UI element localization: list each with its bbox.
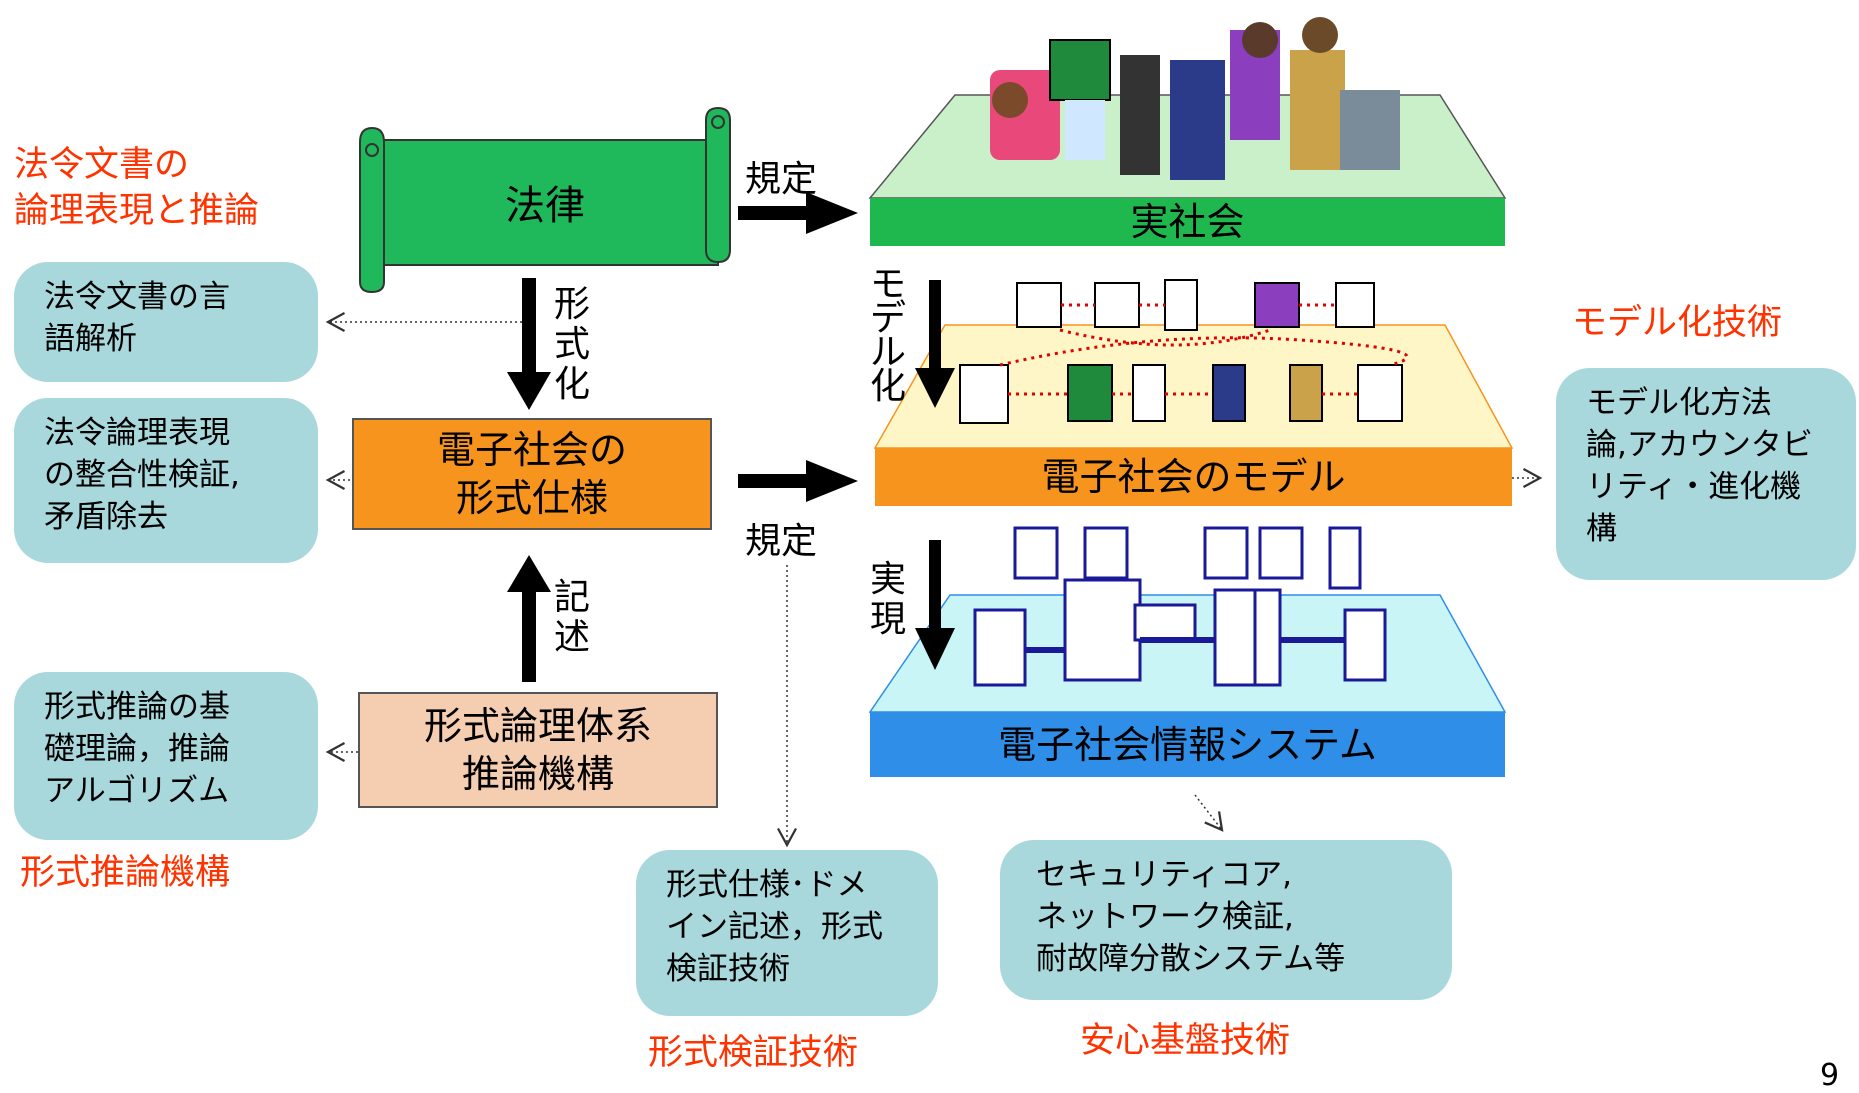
security-tech-label: 安心基盤技術	[1080, 1021, 1291, 1061]
describe-label: 記述	[553, 577, 590, 658]
computers-clipart-icon	[973, 526, 1387, 687]
page-number: 9	[1820, 1058, 1840, 1093]
model-tech-label: モデル化技術	[1572, 303, 1783, 343]
law-label: 法律	[505, 183, 585, 229]
formalize-label: 形式化	[553, 284, 590, 405]
real-society-label: 実社会	[1130, 200, 1245, 244]
society-model-label: 電子社会のモデル	[1041, 455, 1346, 499]
verification-tech-label: 形式検証技術	[648, 1033, 859, 1073]
info-system-label: 電子社会情報システム	[998, 723, 1377, 767]
inference-theory-bubble: 形式推論の基 礎理論，推論 アルゴリズム	[14, 672, 318, 840]
dotted-connectors	[325, 312, 1543, 848]
security-bubble: セキュリティコア, ネットワーク検証, 耐故障分散システム等	[1000, 840, 1452, 1000]
modeling-label: モデル化	[869, 264, 906, 407]
people-clipart-icon	[990, 17, 1400, 180]
thick-arrows	[507, 192, 955, 682]
consistency-check-bubble: 法令論理表現 の整合性検証, 矛盾除去	[14, 398, 318, 563]
legal-reasoning-label: 法令文書の 論理表現と推論	[14, 145, 260, 231]
model-method-bubble: モデル化方法 論,アカウンタビ リティ・進化機 構	[1556, 368, 1856, 580]
realize-label: 実現	[869, 559, 906, 640]
society-model-platform-shape	[873, 324, 1514, 506]
model-icons-clipart	[959, 279, 1409, 424]
formal-spec-box: 電子社会の 形式仕様	[352, 418, 712, 530]
law-scroll-shape	[359, 106, 731, 294]
logic-system-box: 形式論理体系 推論機構	[358, 692, 718, 808]
verification-bubble: 形式仕様･ドメ イン記述，形式 検証技術	[636, 850, 938, 1016]
define-top-label: 規定	[745, 159, 818, 200]
language-analysis-bubble: 法令文書の言 語解析	[14, 262, 318, 382]
formal-inference-label: 形式推論機構	[20, 853, 231, 893]
define-mid-label: 規定	[745, 521, 818, 562]
